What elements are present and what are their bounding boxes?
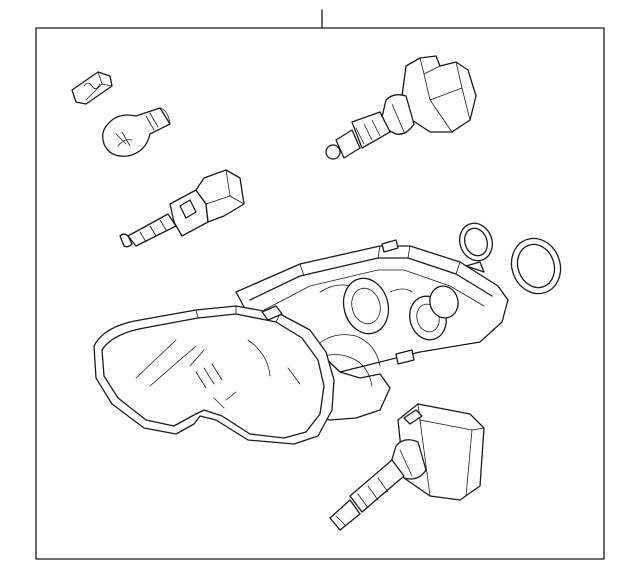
diagram-frame: [35, 27, 605, 560]
halogen-bulb-icon: [119, 169, 245, 248]
wedge-bulb-icon: [71, 71, 113, 105]
xenon-bulb-icon: [329, 403, 485, 531]
headlamp-icon: [93, 239, 509, 445]
seal-ring-icon: [458, 222, 494, 262]
socket-bulb-icon: [325, 55, 477, 160]
seal-ring-icon: [510, 237, 562, 295]
bulb-icon: [102, 107, 171, 157]
